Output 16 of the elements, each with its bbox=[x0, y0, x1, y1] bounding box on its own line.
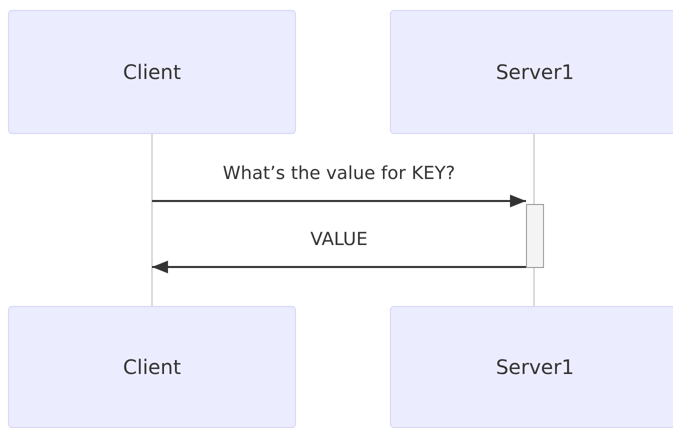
message-label: What’s the value for KEY? bbox=[222, 163, 456, 184]
participant-name: Client bbox=[123, 60, 181, 84]
participant-name: Client bbox=[123, 355, 181, 379]
participant-name: Server1 bbox=[496, 355, 574, 379]
participant-box bbox=[8, 10, 296, 134]
lifeline bbox=[533, 268, 535, 306]
participant-name: Server1 bbox=[496, 60, 574, 84]
lifeline bbox=[151, 134, 153, 306]
participant-box bbox=[8, 306, 296, 428]
lifeline bbox=[533, 134, 535, 204]
participant-box bbox=[390, 10, 673, 134]
message-arrow bbox=[152, 194, 526, 208]
activation-bar bbox=[526, 204, 544, 268]
message-arrow bbox=[152, 260, 526, 274]
message-label: VALUE bbox=[310, 229, 368, 250]
participant-box bbox=[390, 306, 673, 428]
